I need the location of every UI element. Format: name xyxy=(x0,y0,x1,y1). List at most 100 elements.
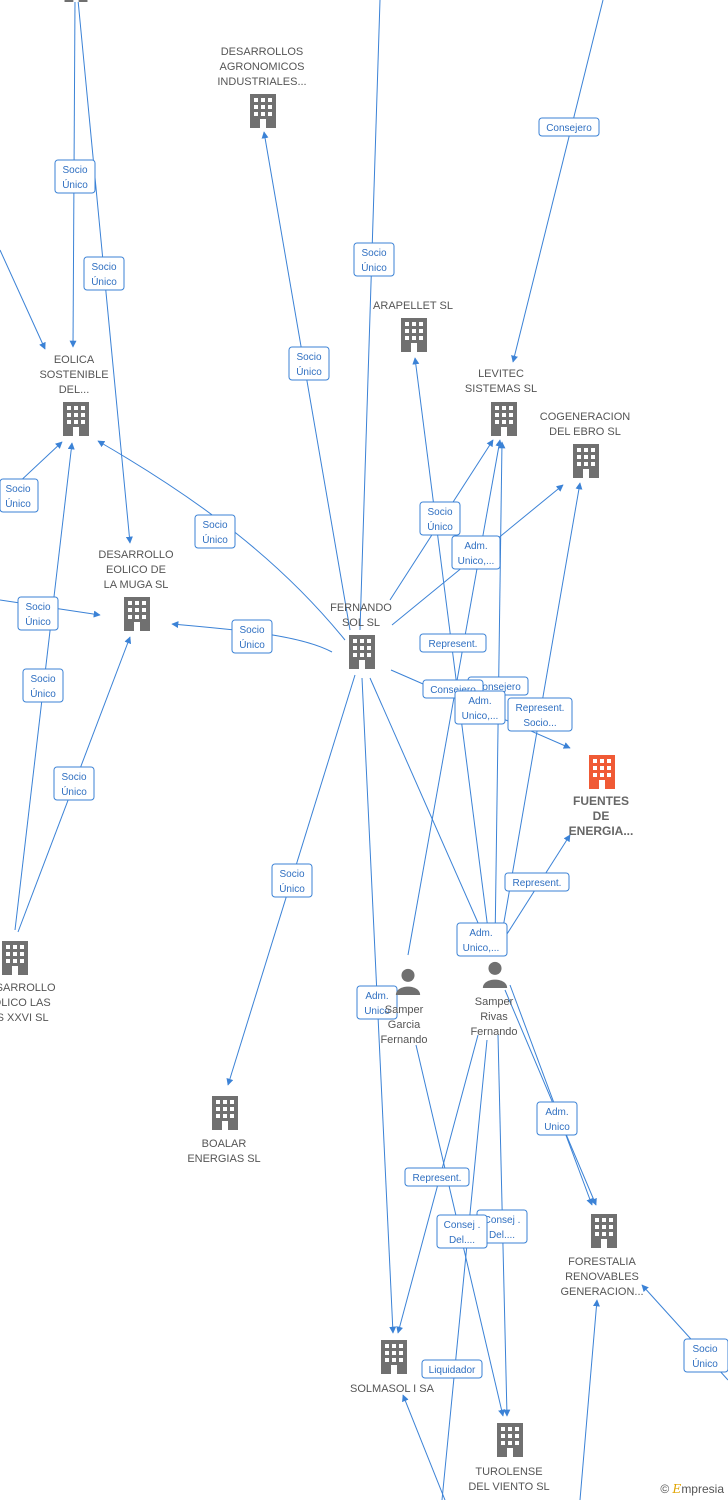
company-node-fuentes-energia[interactable]: FUENTES DE ENERGIA... xyxy=(569,755,634,838)
svg-text:Unico,...: Unico,... xyxy=(463,943,500,954)
svg-text:DESARROLLO: DESARROLLO xyxy=(98,549,174,561)
person-node-samper-garcia[interactable]: Samper Garcia Fernando xyxy=(380,968,428,1046)
svg-text:Represent.: Represent. xyxy=(429,639,478,650)
nodes-layer: DESARROLLOS AGRONOMICOS INDUSTRIALES... … xyxy=(0,0,644,1493)
svg-text:GENERACION...: GENERACION... xyxy=(560,1286,643,1298)
edge xyxy=(511,0,604,363)
svg-text:Único: Único xyxy=(361,261,387,274)
svg-text:Socio: Socio xyxy=(279,869,304,880)
svg-text:Socio: Socio xyxy=(692,1344,717,1355)
brand-name: mpresia xyxy=(681,1482,724,1496)
svg-text:Único: Único xyxy=(202,533,228,546)
edge xyxy=(369,677,491,951)
svg-text:EOLICO DE: EOLICO DE xyxy=(106,564,166,576)
building-icon xyxy=(589,755,615,789)
svg-text:INDUSTRIALES...: INDUSTRIALES... xyxy=(217,76,306,88)
building-icon xyxy=(212,1096,238,1130)
svg-text:...S XXVI SL: ...S XXVI SL xyxy=(0,1012,49,1024)
svg-text:DESARROLLO: DESARROLLO xyxy=(0,982,56,994)
svg-text:Adm.: Adm. xyxy=(468,696,491,707)
company-node-desarrollos-agronomicos[interactable]: DESARROLLOS AGRONOMICOS INDUSTRIALES... xyxy=(217,46,307,128)
svg-text:DEL EBRO SL: DEL EBRO SL xyxy=(549,426,621,438)
svg-text:Represent.: Represent. xyxy=(516,703,565,714)
svg-text:FERNANDO: FERNANDO xyxy=(330,602,392,614)
svg-text:DE: DE xyxy=(593,809,610,823)
edge xyxy=(504,989,597,1206)
svg-text:LA MUGA SL: LA MUGA SL xyxy=(104,579,169,591)
svg-text:Socio: Socio xyxy=(30,674,55,685)
svg-text:Garcia: Garcia xyxy=(388,1019,421,1031)
svg-text:Socio: Socio xyxy=(202,520,227,531)
company-node-solmasol[interactable]: SOLMASOL I SA xyxy=(350,1340,435,1395)
edge-label: Adm.Unico xyxy=(536,1101,578,1136)
building-icon xyxy=(2,941,28,975)
edge xyxy=(261,131,351,631)
building-icon xyxy=(497,1423,523,1457)
edge-label: Adm.Unico,... xyxy=(451,535,501,570)
company-node-turolense[interactable]: TUROLENSE DEL VIENTO SL xyxy=(468,1423,550,1493)
svg-text:Adm.: Adm. xyxy=(545,1107,568,1118)
svg-text:Único: Único xyxy=(427,520,453,533)
svg-text:Único: Único xyxy=(25,615,51,628)
brand-initial: E xyxy=(672,1482,682,1496)
company-node-levitec[interactable]: LEVITEC SISTEMAS SL xyxy=(465,368,537,436)
svg-text:Unico: Unico xyxy=(364,1006,390,1017)
svg-text:Adm.: Adm. xyxy=(365,991,388,1002)
edge-label: Consejero xyxy=(538,117,600,137)
building-icon xyxy=(381,1340,407,1374)
svg-text:Del....: Del.... xyxy=(489,1230,515,1241)
svg-text:DESARROLLOS: DESARROLLOS xyxy=(221,46,304,58)
company-node-fernando-sol[interactable]: FERNANDO SOL SL xyxy=(330,602,392,669)
svg-text:Represent.: Represent. xyxy=(513,878,562,889)
company-node-eolica-sostenible[interactable]: EOLICA SOSTENIBLE DEL... xyxy=(39,354,109,436)
svg-text:Represent.: Represent. xyxy=(413,1173,462,1184)
svg-text:Adm.: Adm. xyxy=(464,541,487,552)
company-node-top-left[interactable] xyxy=(64,0,88,2)
brand-watermark: © Empresia xyxy=(660,1482,724,1496)
building-icon xyxy=(63,402,89,436)
edge-label: Represent. Socio... xyxy=(507,697,573,732)
company-node-desarrollo-muga[interactable]: DESARROLLO EOLICO DE LA MUGA SL xyxy=(98,549,174,631)
svg-text:RENOVABLES: RENOVABLES xyxy=(565,1271,639,1283)
svg-text:Samper: Samper xyxy=(385,1004,424,1016)
edge-label: Represent. xyxy=(419,633,487,653)
edge-label: Consej .Del.... xyxy=(436,1214,488,1249)
svg-text:TUROLENSE: TUROLENSE xyxy=(475,1466,542,1478)
svg-text:Consejero: Consejero xyxy=(430,685,476,696)
building-icon xyxy=(491,402,517,436)
svg-text:SOLMASOL I SA: SOLMASOL I SA xyxy=(350,1383,435,1395)
svg-text:Socio: Socio xyxy=(25,602,50,613)
edge-label: Adm.Unico,... xyxy=(454,690,506,725)
svg-text:Consejero: Consejero xyxy=(546,123,592,134)
svg-text:Único: Único xyxy=(239,638,265,651)
svg-text:DEL VIENTO SL: DEL VIENTO SL xyxy=(468,1481,549,1493)
company-node-desarrollo-las[interactable]: DESARROLLO EOLICO LAS ...S XXVI SL xyxy=(0,941,56,1024)
svg-text:SOSTENIBLE: SOSTENIBLE xyxy=(39,369,108,381)
edge xyxy=(579,1299,600,1500)
edge-label: Adm. Unico xyxy=(356,985,398,1020)
company-node-boalar[interactable]: BOALAR ENERGIAS SL xyxy=(187,1096,261,1165)
svg-text:Único: Único xyxy=(30,687,56,700)
svg-text:Socio: Socio xyxy=(91,262,116,273)
building-icon xyxy=(349,635,375,669)
svg-text:Único: Único xyxy=(91,275,117,288)
company-node-forestalia[interactable]: FORESTALIA RENOVABLES GENERACION... xyxy=(560,1214,644,1298)
person-node-samper-rivas[interactable]: Samper Rivas Fernando xyxy=(470,961,518,1038)
svg-text:COGENERACION: COGENERACION xyxy=(540,411,631,423)
building-icon xyxy=(401,318,427,352)
svg-text:Socio...: Socio... xyxy=(523,718,556,729)
edge xyxy=(359,0,381,631)
company-node-arapellet[interactable]: ARAPELLET SL xyxy=(373,300,453,352)
company-node-cogeneracion-ebro[interactable]: COGENERACION DEL EBRO SL xyxy=(540,411,631,478)
